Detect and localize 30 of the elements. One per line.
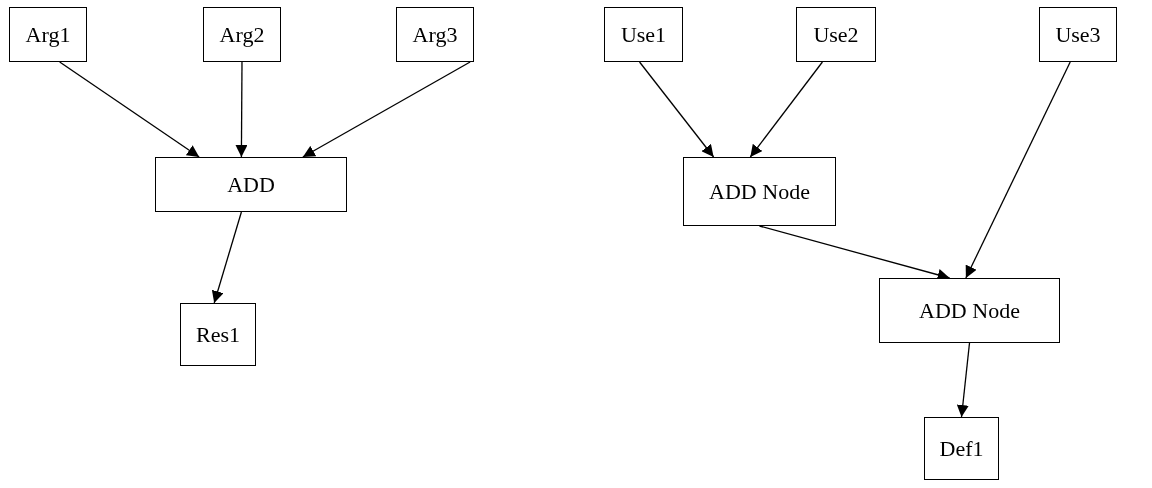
process-box bbox=[396, 7, 474, 62]
node-label: Use3 bbox=[1055, 21, 1101, 48]
arrow bbox=[638, 61, 715, 158]
node-label: ADD Node bbox=[709, 178, 810, 205]
process-box bbox=[180, 303, 256, 366]
process-box bbox=[796, 7, 876, 62]
arrow bbox=[211, 211, 243, 304]
process-box bbox=[9, 7, 87, 62]
arrow bbox=[965, 61, 1071, 279]
process-box bbox=[155, 157, 347, 212]
node-label: Arg3 bbox=[412, 21, 458, 48]
node-label: Use2 bbox=[813, 21, 859, 48]
process-box bbox=[1039, 7, 1117, 62]
process-box bbox=[879, 278, 1060, 343]
node-label: Res1 bbox=[196, 321, 240, 348]
process-box bbox=[203, 7, 281, 62]
arrow bbox=[749, 61, 824, 158]
process-box bbox=[604, 7, 683, 62]
node-label: ADD bbox=[227, 171, 275, 198]
arrow bbox=[235, 61, 248, 158]
node-label: Arg2 bbox=[219, 21, 265, 48]
node-label: ADD Node bbox=[919, 297, 1020, 324]
arrow bbox=[302, 61, 471, 158]
node-label: Def1 bbox=[939, 435, 984, 462]
arrow bbox=[59, 61, 200, 158]
process-box bbox=[924, 417, 999, 480]
arrow bbox=[956, 342, 971, 418]
node-label: Use1 bbox=[620, 21, 667, 48]
node-label: Arg1 bbox=[25, 21, 71, 48]
process-box bbox=[683, 157, 836, 226]
